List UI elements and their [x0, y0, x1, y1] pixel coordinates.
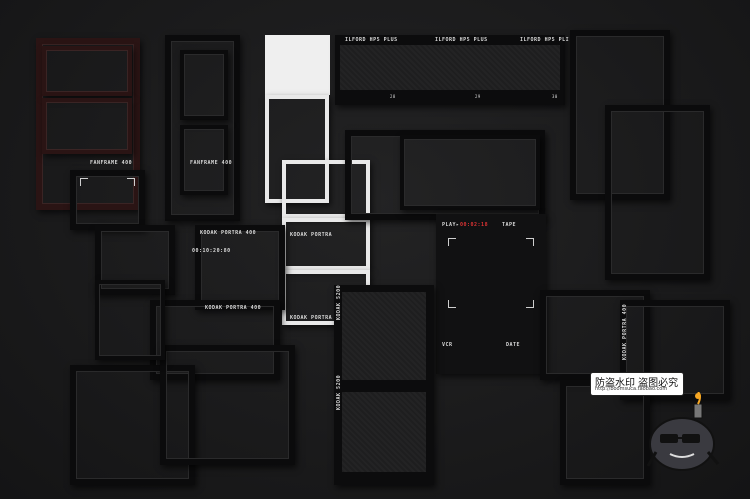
- white-card-top: [265, 35, 330, 95]
- frame-number-29: 29: [475, 94, 481, 99]
- brown-inner-frame-2: [42, 98, 132, 154]
- vcr-tape-label: TAPE: [502, 222, 517, 228]
- white-frame-1: [282, 160, 370, 218]
- watermark-badge: 防盗水印 盗图必究 http://boomsuca.taobao.com: [590, 372, 684, 396]
- corner-marker-1: [80, 178, 88, 186]
- dark-inner-frame-a2: [180, 125, 228, 195]
- vcr-play-label: PLAY▸: [442, 222, 460, 228]
- kodak-5200-label-a: KODAK 5200: [336, 284, 342, 320]
- vcr-date-label: DATE: [506, 342, 521, 348]
- watermark-title: 防盗水印 盗图必究: [595, 378, 679, 389]
- kodak-label-2: KODAK PORTRA: [290, 232, 333, 238]
- ilford-label-1: ILFORD HP5 PLUS: [345, 37, 398, 43]
- vcr-corner-br: [526, 300, 534, 308]
- ilford-label-2: ILFORD HP5 PLUS: [435, 37, 488, 43]
- kodak-portra-vertical-label: KODAK PORTRA 400: [622, 303, 628, 360]
- kodak-5200-texture-2: [342, 392, 426, 472]
- dark-frame-right-1: [570, 30, 670, 200]
- vcr-corner-tr: [526, 238, 534, 246]
- vcr-timecode: 00:02:18: [460, 222, 489, 228]
- fanframe-left-label: FANFRAME 400: [90, 160, 133, 166]
- frame-number-30: 30: [552, 94, 558, 99]
- brown-filmstrip-frame: [36, 38, 140, 210]
- dark-frame-lower-2: [95, 225, 175, 295]
- dark-filmstrip-frame-a: [165, 35, 240, 221]
- ilford-strip-texture: [340, 45, 560, 90]
- kodak-5200-label-b: KODAK 5200: [336, 374, 342, 410]
- dark-frame-lower-3: [195, 225, 285, 310]
- dark-frame-right-2: [605, 105, 710, 280]
- kodak-5200-texture-1: [342, 292, 426, 380]
- dark-frame-lower-4: [150, 300, 280, 380]
- vcr-corner-tl: [448, 238, 456, 246]
- dark-frame-lower-7: [95, 280, 165, 360]
- frame-number-28: 28: [390, 94, 396, 99]
- dark-frame-lower-6: [160, 345, 295, 465]
- white-frame-2: [282, 218, 370, 270]
- white-frame-tall: [265, 95, 329, 203]
- dark-frame-right-4: [620, 300, 730, 400]
- kodak-label-3: KODAK PORTRA 400: [205, 305, 262, 311]
- dark-inner-frame-a1: [180, 50, 228, 120]
- fanframe-right-label: FANFRAME 400: [190, 160, 233, 166]
- watermark-subtitle: http://boomsuca.taobao.com: [595, 386, 668, 392]
- dark-frame-lower-5: [70, 365, 195, 485]
- mascot-bomb-icon: [646, 392, 720, 471]
- kodak-label-4: KODAK PORTRA: [290, 315, 333, 321]
- corner-marker-2: [127, 178, 135, 186]
- dark-frame-center-2: [400, 135, 540, 210]
- kodak-label-1: KODAK PORTRA 400: [200, 230, 257, 236]
- vcr-panel: [436, 214, 546, 374]
- vcr-label: VCR: [442, 342, 453, 348]
- brown-inner-frame-1: [42, 46, 132, 96]
- vcr-corner-bl: [448, 300, 456, 308]
- ilford-label-3: ILFORD HP5 PLI: [520, 37, 570, 43]
- timer-readout: 00:10:20:80: [192, 248, 231, 254]
